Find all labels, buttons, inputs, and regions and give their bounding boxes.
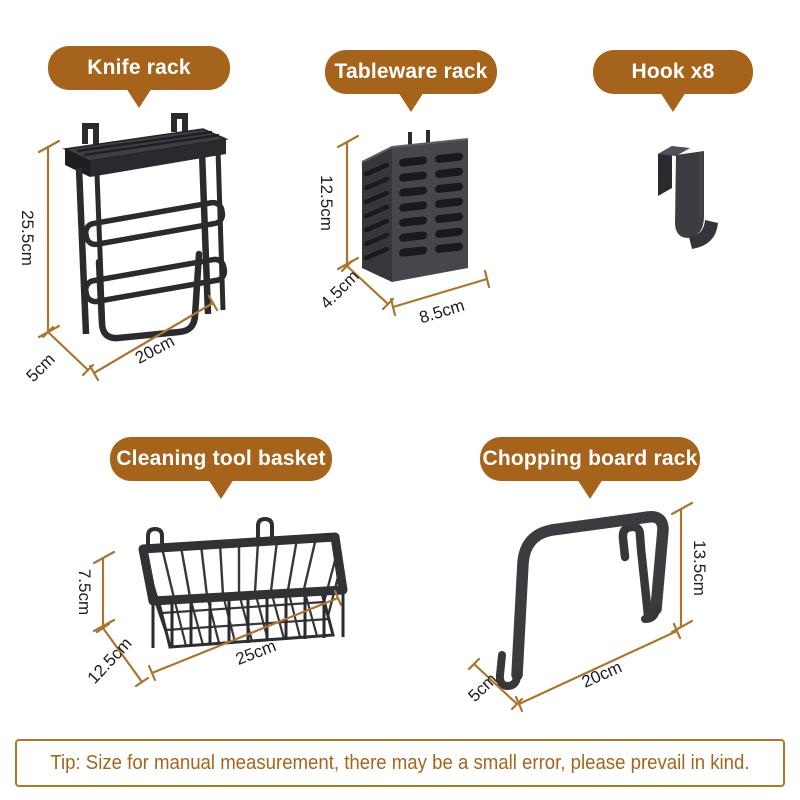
tableware-rack-label-bubble: Tableware rack — [325, 50, 497, 112]
tableware-rack-illustration — [361, 130, 469, 282]
tableware-rack-label: Tableware rack — [334, 60, 488, 83]
cleaning-tool-basket-label-tail — [208, 479, 234, 499]
chopping-board-rack-illustration — [495, 511, 669, 691]
chopping-board-rack-label-bubble: Chopping board rack — [480, 437, 700, 499]
cleaning-tool-basket-height-dimension: 7.5cm — [75, 568, 94, 616]
knife-rack-section: Knife rack 25.5cm 5c — [10, 40, 300, 415]
chopping-board-rack-section: Chopping board rack 13.5cm 5cm 20cm — [440, 425, 770, 725]
hook-label-bubble: Hook x8 — [593, 50, 753, 112]
knife-rack-label: Knife rack — [87, 56, 191, 79]
knife-rack-label-tail — [126, 88, 152, 108]
knife-rack-height-dimension: 25.5cm — [18, 210, 37, 266]
hook-section: Hook x8 — [580, 40, 790, 280]
cleaning-tool-basket-label: Cleaning tool basket — [116, 447, 326, 470]
cleaning-tool-basket-label-bubble: Cleaning tool basket — [110, 437, 332, 499]
cleaning-tool-basket-section: Cleaning tool basket — [60, 425, 380, 720]
hook-label-tail — [660, 92, 686, 112]
chopping-board-rack-label: Chopping board rack — [482, 447, 698, 470]
tip-text: Tip: Size for manual measurement, there … — [50, 751, 750, 774]
chopping-board-rack-height-dimension: 13.5cm — [690, 540, 709, 596]
tableware-rack-section: Tableware rack — [300, 40, 530, 340]
tip-box: Tip: Size for manual measurement, there … — [15, 739, 785, 787]
cleaning-tool-basket-illustration — [138, 516, 348, 649]
hook-label: Hook x8 — [631, 60, 715, 83]
tableware-rack-height-dimension: 12.5cm — [317, 175, 336, 231]
knife-rack-illustration — [62, 113, 229, 342]
chopping-board-rack-label-tail — [577, 479, 603, 499]
tableware-rack-width-dimension: 8.5cm — [416, 295, 467, 328]
tableware-rack-label-tail — [398, 92, 424, 112]
hook-illustration — [658, 146, 718, 249]
knife-rack-label-bubble: Knife rack — [48, 46, 230, 108]
knife-rack-depth-dimension: 5cm — [22, 349, 59, 386]
